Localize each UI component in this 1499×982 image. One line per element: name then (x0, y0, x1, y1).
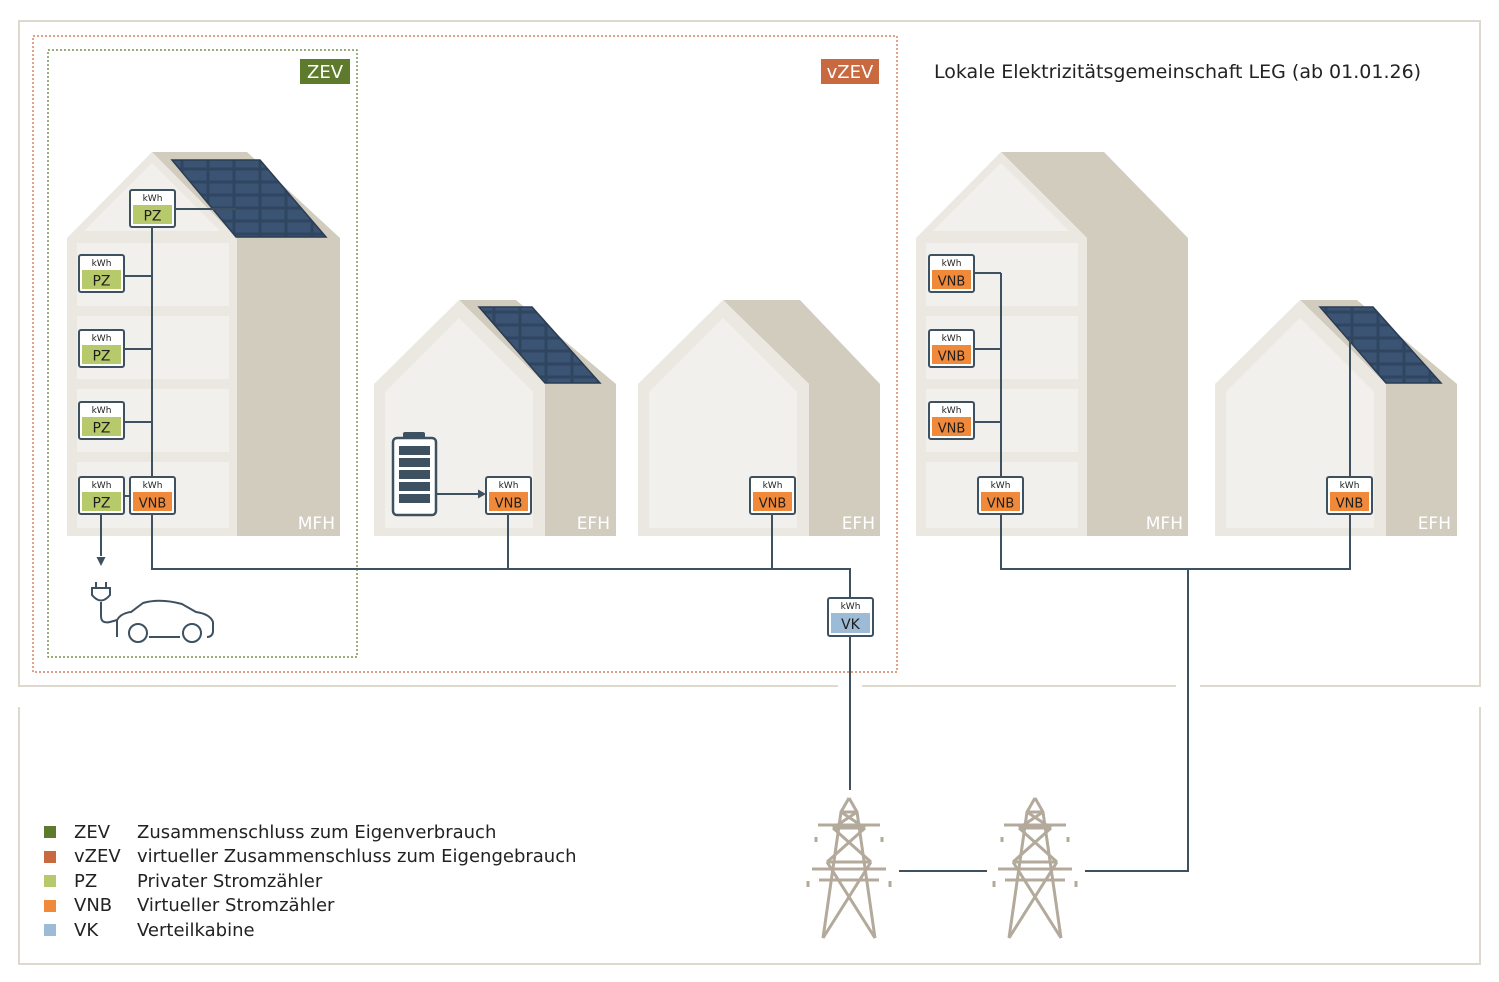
svg-text:MFH: MFH (298, 514, 335, 534)
solar-panel-icon (1318, 306, 1443, 384)
svg-text:kWh: kWh (942, 406, 962, 416)
legend-abbr: VK (74, 919, 99, 941)
legend-item: PZ Privater Stromzähler (44, 869, 577, 894)
car-icon (116, 599, 214, 643)
svg-text:EFH: EFH (842, 514, 875, 534)
svg-text:MFH: MFH (1146, 514, 1183, 534)
svg-text:ZEV: ZEV (307, 62, 344, 83)
svg-text:kWh: kWh (942, 334, 962, 344)
meter-vnb: kWh VNB (928, 401, 975, 440)
meter-pz: kWh PZ (78, 254, 125, 293)
svg-text:VNB: VNB (1336, 497, 1364, 512)
svg-text:PZ: PZ (92, 496, 110, 512)
svg-text:PZ: PZ (143, 209, 161, 225)
svg-text:kWh: kWh (92, 259, 112, 269)
svg-text:kWh: kWh (1340, 481, 1360, 491)
svg-text:PZ: PZ (92, 349, 110, 365)
svg-text:EFH: EFH (577, 514, 610, 534)
vzev-badge: vZEV (821, 59, 879, 84)
zev-badge: ZEV (300, 59, 350, 84)
legend-swatch (44, 850, 56, 863)
svg-text:VNB: VNB (987, 497, 1015, 512)
svg-text:kWh: kWh (763, 481, 783, 491)
svg-text:VNB: VNB (938, 422, 966, 437)
battery-icon (391, 432, 438, 517)
meter-vnb: kWh VNB (928, 329, 975, 368)
svg-text:VNB: VNB (938, 275, 966, 290)
svg-text:VK: VK (841, 617, 861, 633)
svg-text:PZ: PZ (92, 274, 110, 290)
svg-text:kWh: kWh (92, 334, 112, 344)
svg-text:VNB: VNB (759, 497, 787, 512)
svg-text:VNB: VNB (938, 350, 966, 365)
legend: ZEV Zusammenschluss zum Eigenverbrauch v… (44, 820, 577, 943)
meter-vnb: kWh VNB (1326, 476, 1373, 515)
outer-frame-top (18, 20, 1481, 687)
legend-swatch (44, 899, 56, 912)
meter-vk: kWh VK (827, 597, 874, 637)
legend-abbr: ZEV (74, 821, 111, 843)
ev-plug-icon (91, 582, 118, 624)
legend-text: Verteilkabine (137, 919, 255, 941)
battery-arrow-icon (478, 489, 486, 499)
meter-pz: kWh PZ (78, 476, 125, 515)
svg-text:kWh: kWh (991, 481, 1011, 491)
svg-text:EFH: EFH (1418, 514, 1451, 534)
meter-vnb: kWh VNB (977, 476, 1024, 515)
legend-text: virtueller Zusammenschluss zum Eigengebr… (137, 846, 577, 868)
vzev-boundary (32, 35, 898, 673)
legend-text: Privater Stromzähler (137, 870, 323, 892)
legend-item: VNB Virtueller Stromzähler (44, 894, 577, 919)
legend-text: Virtueller Stromzähler (137, 895, 335, 917)
solar-panel-icon (170, 159, 328, 238)
power-pylon-icon (806, 797, 892, 939)
legend-abbr: vZEV (74, 846, 121, 868)
svg-text:kWh: kWh (92, 481, 112, 491)
svg-text:VNB: VNB (495, 497, 523, 512)
legend-abbr: VNB (74, 895, 113, 917)
solar-panel-icon (477, 306, 602, 384)
diagram-title: Lokale Elektrizitätsgemeinschaft LEG (ab… (934, 61, 1421, 83)
wiring (100, 208, 1351, 872)
legend-swatch (44, 826, 56, 839)
zev-boundary (47, 49, 358, 658)
svg-text:kWh: kWh (841, 602, 861, 612)
ev-arrow-icon (96, 557, 106, 566)
svg-text:kWh: kWh (143, 481, 163, 491)
meter-vnb: kWh VNB (129, 476, 176, 515)
legend-text: Zusammenschluss zum Eigenverbrauch (137, 821, 497, 843)
svg-text:kWh: kWh (942, 259, 962, 269)
meter-pz: kWh PZ (78, 329, 125, 368)
legend-item: ZEV Zusammenschluss zum Eigenverbrauch (44, 820, 577, 845)
meter-pz: kWh PZ (78, 401, 125, 440)
outer-frame-bottom (18, 707, 1481, 965)
svg-text:PZ: PZ (92, 421, 110, 437)
legend-swatch (44, 924, 56, 937)
svg-text:kWh: kWh (499, 481, 519, 491)
meter-pz: kWh PZ (129, 189, 176, 228)
meter-vnb: kWh VNB (485, 476, 532, 515)
svg-text:kWh: kWh (143, 194, 163, 204)
svg-text:VNB: VNB (139, 497, 167, 512)
legend-swatch (44, 875, 56, 888)
legend-item: VK Verteilkabine (44, 918, 577, 943)
svg-text:vZEV: vZEV (827, 62, 874, 83)
svg-text:kWh: kWh (92, 406, 112, 416)
legend-abbr: PZ (74, 870, 98, 892)
power-pylon-icon (992, 797, 1078, 939)
meter-vnb: kWh VNB (928, 254, 975, 293)
legend-item: vZEV virtueller Zusammenschluss zum Eige… (44, 845, 577, 870)
meter-vnb: kWh VNB (749, 476, 796, 515)
